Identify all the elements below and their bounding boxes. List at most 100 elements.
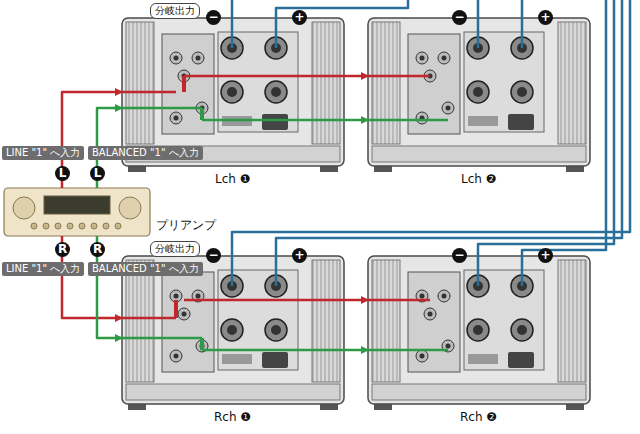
speaker-terminal	[265, 81, 287, 103]
jack-pin	[174, 354, 179, 359]
heatsink	[312, 22, 340, 144]
unit-caption: Lch ❶	[215, 172, 250, 186]
button	[67, 223, 73, 229]
amp-foot	[566, 166, 584, 172]
jack	[170, 52, 182, 64]
button	[79, 223, 85, 229]
preamp-unit: プリアンプ	[4, 188, 150, 236]
input-tag: LINE "1" へ入力	[2, 146, 84, 160]
amp-foot	[320, 404, 338, 410]
amp-foot	[566, 404, 584, 410]
signal-cable	[344, 299, 368, 302]
knob	[119, 197, 141, 219]
signal-cable	[344, 349, 368, 352]
rear-panel	[408, 272, 460, 372]
jack-pin	[446, 106, 451, 111]
unit-caption: Rch ❶	[214, 410, 251, 424]
polarity-mark: −	[452, 248, 467, 263]
jack-pin	[420, 294, 425, 299]
rear-panel	[162, 272, 214, 372]
preamp-body	[4, 188, 150, 236]
heatsink	[558, 22, 586, 144]
jack-pin	[420, 56, 425, 61]
jack-pin	[446, 344, 451, 349]
terminal-core	[271, 87, 281, 97]
amplifier-unit: Rch ❷	[368, 256, 590, 408]
speaker-cable	[522, 0, 606, 286]
switch-plate	[222, 354, 252, 364]
polarity-mark: −	[206, 10, 221, 25]
jack	[438, 52, 450, 64]
speaker-cable	[478, 0, 614, 286]
jack-pin	[442, 294, 447, 299]
amp-foot	[374, 404, 392, 410]
polarity-mark: +	[292, 248, 307, 263]
ac-inlet	[262, 114, 288, 130]
speaker-terminal	[467, 81, 489, 103]
jack-pin	[442, 56, 447, 61]
speaker-cable	[521, 0, 524, 48]
button	[115, 223, 121, 229]
jack-pin	[174, 294, 179, 299]
knob	[13, 197, 35, 219]
jack	[170, 112, 182, 124]
heatsink	[372, 22, 400, 144]
jack-pin	[196, 294, 201, 299]
heatsink	[372, 260, 400, 382]
polarity-mark: −	[452, 10, 467, 25]
signal-wire	[122, 337, 202, 340]
switch-plate	[468, 116, 498, 126]
input-tag: LINE "1" へ入力	[2, 262, 84, 276]
jack-pin	[174, 56, 179, 61]
speaker-terminal	[221, 319, 243, 341]
unit-caption: Lch ❷	[461, 172, 496, 186]
unit-caption: Rch ❷	[460, 410, 497, 424]
speaker-cable	[231, 0, 234, 48]
button	[91, 223, 97, 229]
jack-pin	[182, 312, 187, 317]
speaker-cable	[232, 0, 630, 286]
speaker-terminal	[467, 319, 489, 341]
amp-foot	[374, 166, 392, 172]
terminal-core	[473, 87, 483, 97]
terminal-panel	[218, 270, 298, 370]
signal-wire	[122, 91, 176, 94]
signal-cable	[62, 92, 122, 188]
terminal-panel	[218, 32, 298, 132]
front-strip	[372, 146, 586, 162]
polarity-mark: −	[206, 248, 221, 263]
signal-cable	[344, 75, 368, 78]
signal-wire	[202, 119, 344, 122]
signal-wire	[202, 349, 344, 352]
ac-inlet	[508, 352, 534, 368]
switch-plate	[468, 354, 498, 364]
signal-wire	[122, 107, 202, 110]
signal-cable	[62, 236, 122, 318]
polarity-mark: +	[538, 10, 553, 25]
heatsink	[126, 260, 154, 382]
jumper	[200, 108, 204, 120]
heatsink	[126, 22, 154, 144]
speaker-terminal	[511, 81, 533, 103]
speaker-cable	[276, 0, 408, 48]
jack	[438, 290, 450, 302]
jumper	[200, 338, 204, 350]
jack-pin	[420, 354, 425, 359]
signal-wire	[368, 349, 448, 352]
input-tag: BALANCED "1" へ入力	[88, 262, 203, 276]
jack	[170, 350, 182, 362]
jack	[424, 308, 436, 320]
amp-foot	[128, 404, 146, 410]
terminal-core	[473, 325, 483, 335]
jumper	[182, 76, 186, 92]
jack	[192, 52, 204, 64]
unit-caption: プリアンプ	[156, 217, 216, 234]
ac-inlet	[508, 114, 534, 130]
speaker-terminal	[221, 81, 243, 103]
speaker-cable	[276, 0, 622, 286]
input-tag: BALANCED "1" へ入力	[88, 146, 203, 160]
channel-mark: L	[55, 166, 70, 181]
channel-mark: R	[55, 242, 70, 257]
